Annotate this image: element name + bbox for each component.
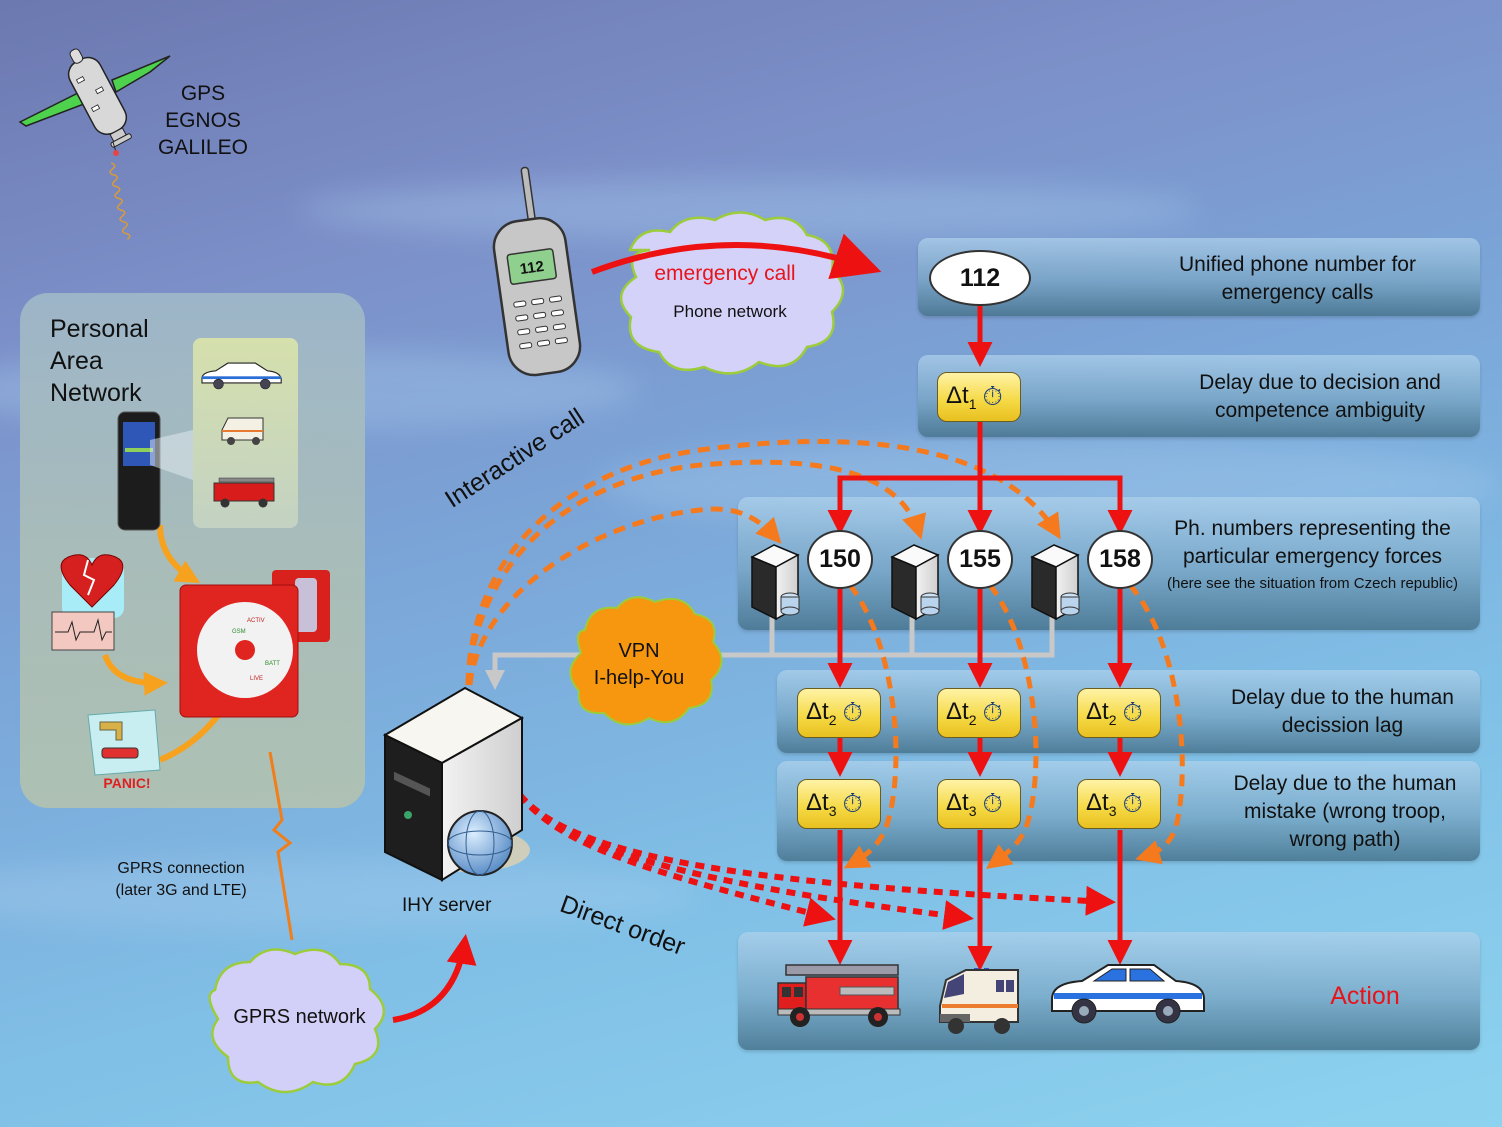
panic-device-icon: GSM ACTIV BATT LIVE bbox=[179, 570, 330, 718]
device-label-gsm: GSM bbox=[232, 629, 246, 635]
pan-ambulance-icon bbox=[221, 417, 264, 445]
gprs-connection-label: GPRS connection (later 3G and LTE) bbox=[106, 858, 256, 902]
stopwatch-icon: ⏱ bbox=[1122, 788, 1143, 818]
service-server-155-icon bbox=[890, 544, 940, 621]
delay-box-t2-158: Δt2 ⏱ bbox=[1077, 688, 1161, 738]
gprs-lightning-icon bbox=[268, 751, 294, 941]
stopwatch-icon: ⏱ bbox=[982, 697, 1003, 727]
vpn-label-line: VPN bbox=[618, 640, 660, 662]
delay-label: Δt2 bbox=[946, 698, 977, 728]
stopwatch-icon: ⏱ bbox=[982, 788, 1003, 818]
satellite-label: GPS EGNOS GALILEO bbox=[158, 80, 248, 161]
band-text-unified: Unified phone number for emergency calls bbox=[1130, 251, 1465, 307]
pan-title: Personal Area Network bbox=[50, 313, 149, 409]
gprs-to-server-arrow bbox=[392, 934, 477, 1023]
direct-order-arrows bbox=[517, 793, 1116, 930]
band-text-delay2: Delay due to the human decission lag bbox=[1200, 684, 1485, 740]
vpn-bus-lines bbox=[485, 612, 1055, 690]
pan-police-car-icon bbox=[201, 362, 282, 390]
device-label-activ: ACTIV bbox=[247, 618, 265, 624]
band-text-delay3: Delay due to the human mistake (wrong tr… bbox=[1200, 770, 1490, 854]
delay-box-t3-150: Δt3 ⏱ bbox=[797, 779, 881, 829]
flow-arrows bbox=[827, 302, 1133, 971]
phone-network-cloud bbox=[620, 211, 845, 375]
pan-title-line: Area bbox=[50, 347, 103, 375]
satellite-label-line: GPS bbox=[180, 82, 226, 105]
node-158: 158 bbox=[1087, 530, 1153, 589]
gprs-connection-line: (later 3G and LTE) bbox=[115, 882, 247, 899]
device-label-batt: BATT bbox=[265, 661, 280, 667]
smartphone-icon bbox=[117, 411, 193, 531]
emergency-call-label: emergency call bbox=[654, 262, 796, 285]
phone-network-label: Phone network bbox=[673, 302, 787, 321]
pan-title-line: Personal bbox=[50, 315, 149, 343]
band-line: Unified phone number for bbox=[1179, 253, 1416, 276]
delay-label: Δt3 bbox=[946, 789, 977, 819]
police-car-icon bbox=[1051, 964, 1205, 1024]
heart-ecg-icon bbox=[51, 554, 124, 651]
panic-button-icon bbox=[87, 709, 161, 776]
band-text-numbers: Ph. numbers representing the particular … bbox=[1145, 515, 1480, 597]
delay-label: Δt2 bbox=[1086, 698, 1117, 728]
delay-label: Δt3 bbox=[806, 789, 837, 819]
device-label-live: LIVE bbox=[250, 676, 263, 682]
delay-label: Δt2 bbox=[806, 698, 837, 728]
band-line: particular emergency forces bbox=[1182, 545, 1443, 568]
band-line: Delay due to the human bbox=[1231, 686, 1454, 709]
delay-box-t1: Δt1 ⏱ bbox=[937, 372, 1021, 422]
ihy-server-label: IHY server bbox=[402, 895, 492, 916]
band-line: Delay due to the human bbox=[1233, 772, 1457, 795]
ambulance-icon bbox=[939, 968, 1019, 1034]
satellite-label-line: EGNOS bbox=[165, 109, 241, 132]
satellite-icon bbox=[18, 48, 171, 241]
vpn-label: VPN I-help-You bbox=[575, 638, 703, 692]
vpn-cloud bbox=[569, 596, 723, 726]
emergency-call-arrow bbox=[590, 233, 882, 280]
band-text-delay1: Delay due to decision and competence amb… bbox=[1150, 369, 1490, 425]
delay-label: Δt3 bbox=[1086, 789, 1117, 819]
panic-label: PANIC! bbox=[103, 775, 150, 791]
delay-box-t2-155: Δt2 ⏱ bbox=[937, 688, 1021, 738]
action-label: Action bbox=[1330, 982, 1400, 1010]
delay-box-t3-158: Δt3 ⏱ bbox=[1077, 779, 1161, 829]
band-note: (here see the situation from Czech repub… bbox=[1167, 575, 1458, 592]
band-line: wrong path) bbox=[1289, 828, 1401, 851]
band-line: emergency calls bbox=[1221, 281, 1374, 304]
band-line: Ph. numbers representing the bbox=[1174, 517, 1451, 540]
fire-truck-icon bbox=[777, 964, 901, 1027]
delay-box-t3-155: Δt3 ⏱ bbox=[937, 779, 1021, 829]
mobile-phone-icon: 112 bbox=[492, 166, 582, 377]
phone-screen-number: 112 bbox=[519, 258, 545, 278]
pan-title-line: Network bbox=[50, 379, 142, 407]
stopwatch-icon: ⏱ bbox=[842, 697, 863, 727]
satellite-label-line: GALILEO bbox=[158, 136, 248, 159]
ihy-server-icon bbox=[382, 686, 530, 882]
delay-label: Δt1 bbox=[946, 382, 977, 412]
node-112: 112 bbox=[929, 250, 1031, 306]
stopwatch-icon: ⏱ bbox=[842, 788, 863, 818]
band-line: Delay due to decision and bbox=[1199, 371, 1441, 394]
delay-box-t2-150: Δt2 ⏱ bbox=[797, 688, 881, 738]
service-server-158-icon bbox=[1030, 544, 1080, 621]
vpn-label-line: I-help-You bbox=[593, 667, 685, 689]
band-line: competence ambiguity bbox=[1214, 399, 1426, 422]
node-150: 150 bbox=[807, 530, 873, 589]
band-line: decission lag bbox=[1281, 714, 1404, 737]
gprs-network-cloud bbox=[208, 948, 385, 1094]
service-server-150-icon bbox=[750, 544, 800, 621]
pan-fire-truck-icon bbox=[213, 477, 275, 508]
stopwatch-icon: ⏱ bbox=[982, 381, 1003, 411]
gprs-connection-line: GPRS connection bbox=[117, 860, 245, 877]
node-155: 155 bbox=[947, 530, 1013, 589]
band-line: mistake (wrong troop, bbox=[1244, 800, 1446, 823]
pan-panel bbox=[20, 293, 365, 808]
stopwatch-icon: ⏱ bbox=[1122, 697, 1143, 727]
gprs-network-label: GPRS network bbox=[233, 1006, 366, 1028]
